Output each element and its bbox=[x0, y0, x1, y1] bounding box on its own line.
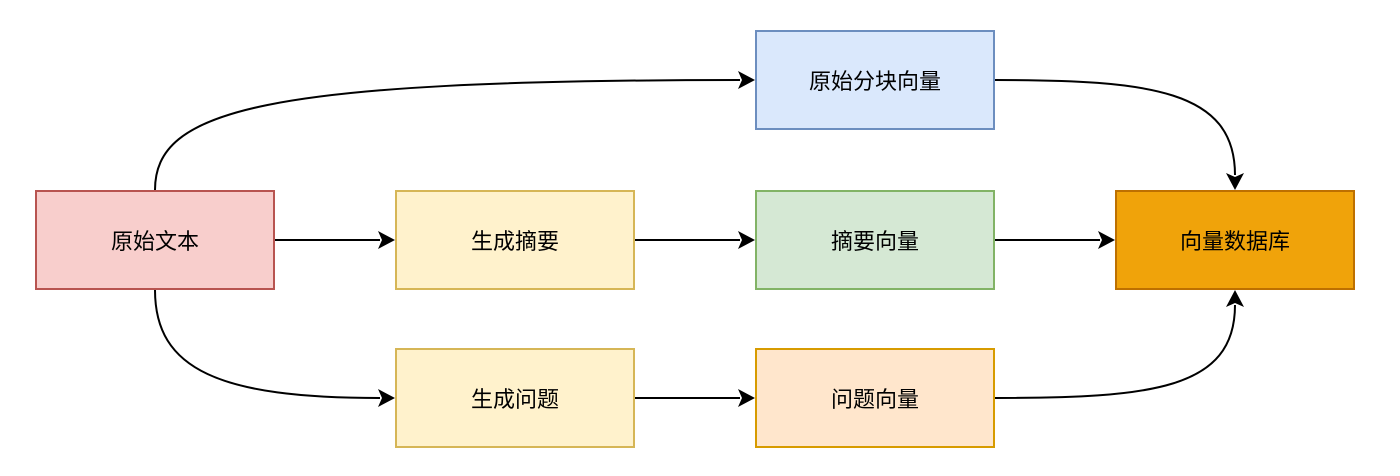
node-question-vectors: 问题向量 bbox=[755, 348, 995, 448]
edge-gen-questions-to-question-vectors bbox=[635, 389, 755, 407]
node-raw-text: 原始文本 bbox=[35, 190, 275, 290]
edge-summary-vectors-to-vector-db bbox=[995, 231, 1115, 249]
node-gen-summary: 生成摘要 bbox=[395, 190, 635, 290]
node-summary-vectors: 摘要向量 bbox=[755, 190, 995, 290]
node-vector-db: 向量数据库 bbox=[1115, 190, 1355, 290]
edge-raw-text-to-chunk-vectors bbox=[154, 71, 755, 191]
node-gen-questions: 生成问题 bbox=[395, 348, 635, 448]
node-question-vectors-label: 问题向量 bbox=[830, 388, 919, 413]
edge-chunk-vectors-to-vector-db bbox=[994, 79, 1244, 190]
node-chunk-vectors: 原始分块向量 bbox=[755, 30, 995, 130]
node-raw-text-label: 原始文本 bbox=[110, 230, 199, 255]
edge-raw-text-to-gen-questions bbox=[154, 289, 395, 407]
node-gen-questions-label: 生成问题 bbox=[470, 388, 559, 413]
edge-question-vectors-to-vector-db bbox=[994, 290, 1244, 399]
node-vector-db-label: 向量数据库 bbox=[1179, 230, 1290, 255]
edge-gen-summary-to-summary-vectors bbox=[635, 231, 755, 249]
edge-raw-text-to-gen-summary bbox=[275, 231, 395, 249]
node-gen-summary-label: 生成摘要 bbox=[470, 230, 559, 255]
node-chunk-vectors-label: 原始分块向量 bbox=[808, 70, 941, 95]
node-summary-vectors-label: 摘要向量 bbox=[830, 230, 919, 255]
